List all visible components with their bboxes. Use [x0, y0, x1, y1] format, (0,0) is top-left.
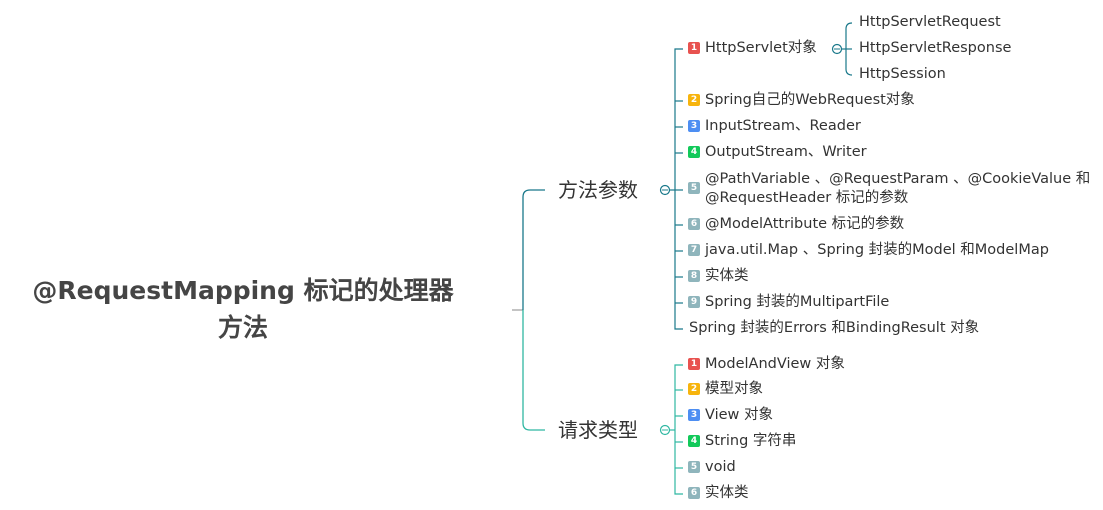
- return-links: [670, 364, 683, 495]
- item-label: 模型对象: [705, 381, 763, 397]
- item-label: HttpServlet对象: [705, 40, 817, 56]
- list-item[interactable]: 7 java.util.Map 、Spring 封装的Model 和ModelMa…: [688, 241, 1049, 260]
- list-item[interactable]: 2 Spring自己的WebRequest对象: [688, 91, 915, 110]
- list-item[interactable]: 9 Spring 封装的MultipartFile: [688, 293, 889, 312]
- priority-7-icon: 7: [688, 244, 700, 256]
- list-item[interactable]: 5 void: [688, 458, 736, 477]
- item-label: 实体类: [705, 485, 749, 501]
- item-label: OutputStream、Writer: [705, 144, 867, 160]
- priority-4-icon: 4: [688, 146, 700, 158]
- sub-item[interactable]: HttpServletRequest: [859, 14, 1001, 30]
- item-label: void: [705, 459, 736, 475]
- item-label: View 对象: [705, 407, 774, 423]
- priority-5-icon: 5: [688, 182, 700, 194]
- topic-method-params[interactable]: 方法参数: [558, 178, 638, 202]
- priority-5-icon: 5: [688, 461, 700, 473]
- priority-2-icon: 2: [688, 383, 700, 395]
- list-item[interactable]: Spring 封装的Errors 和BindingResult 对象: [689, 319, 979, 338]
- priority-3-icon: 3: [688, 120, 700, 132]
- list-item[interactable]: 1 ModelAndView 对象: [688, 355, 845, 374]
- item-label: Spring 封装的Errors 和BindingResult 对象: [689, 320, 980, 336]
- priority-9-icon: 9: [688, 296, 700, 308]
- list-item[interactable]: 3 InputStream、Reader: [688, 117, 861, 136]
- priority-4-icon: 4: [688, 435, 700, 447]
- branch-link-return: [522, 310, 545, 431]
- item-label: String 字符串: [705, 433, 797, 449]
- list-item[interactable]: 3 View 对象: [688, 406, 773, 425]
- item-label: @PathVariable 、@RequestParam 、@CookieVal…: [705, 171, 1091, 187]
- priority-6-icon: 6: [688, 218, 700, 230]
- list-item[interactable]: 4 String 字符串: [688, 432, 796, 451]
- item-label: java.util.Map 、Spring 封装的Model 和ModelMap: [705, 242, 1049, 258]
- list-item[interactable]: 4 OutputStream、Writer: [688, 143, 867, 162]
- priority-1-icon: 1: [688, 42, 700, 54]
- list-item[interactable]: 5 @PathVariable 、@RequestParam 、@CookieVa…: [688, 170, 1090, 208]
- sub-item[interactable]: HttpServletResponse: [859, 40, 1012, 56]
- item-label: Spring 封装的MultipartFile: [705, 294, 890, 310]
- priority-1-icon: 1: [688, 358, 700, 370]
- root-topic-line: 方法: [217, 313, 268, 342]
- list-item[interactable]: 1 HttpServlet对象: [688, 39, 817, 58]
- root-topic-line: @RequestMapping 标记的处理器: [32, 276, 454, 305]
- list-item[interactable]: 6 实体类: [688, 484, 749, 503]
- root-topic[interactable]: @RequestMapping 标记的处理器 方法: [0, 272, 486, 346]
- item-label: ModelAndView 对象: [705, 356, 845, 372]
- list-item[interactable]: 2 模型对象: [688, 380, 763, 399]
- list-item[interactable]: 8 实体类: [688, 267, 749, 286]
- item-label: Spring自己的WebRequest对象: [705, 92, 915, 108]
- sub-item[interactable]: HttpSession: [859, 66, 946, 82]
- priority-8-icon: 8: [688, 270, 700, 282]
- item-label: @RequestHeader 标记的参数: [705, 190, 909, 206]
- priority-6-icon: 6: [688, 487, 700, 499]
- branch-link-params: [522, 189, 545, 310]
- topic-return-types[interactable]: 请求类型: [558, 418, 638, 442]
- priority-3-icon: 3: [688, 409, 700, 421]
- params-links: [670, 22, 853, 330]
- item-label: 实体类: [705, 268, 749, 284]
- priority-2-icon: 2: [688, 94, 700, 106]
- list-item[interactable]: 6 @ModelAttribute 标记的参数: [688, 215, 904, 234]
- item-label: InputStream、Reader: [705, 118, 861, 134]
- item-label: @ModelAttribute 标记的参数: [705, 216, 905, 232]
